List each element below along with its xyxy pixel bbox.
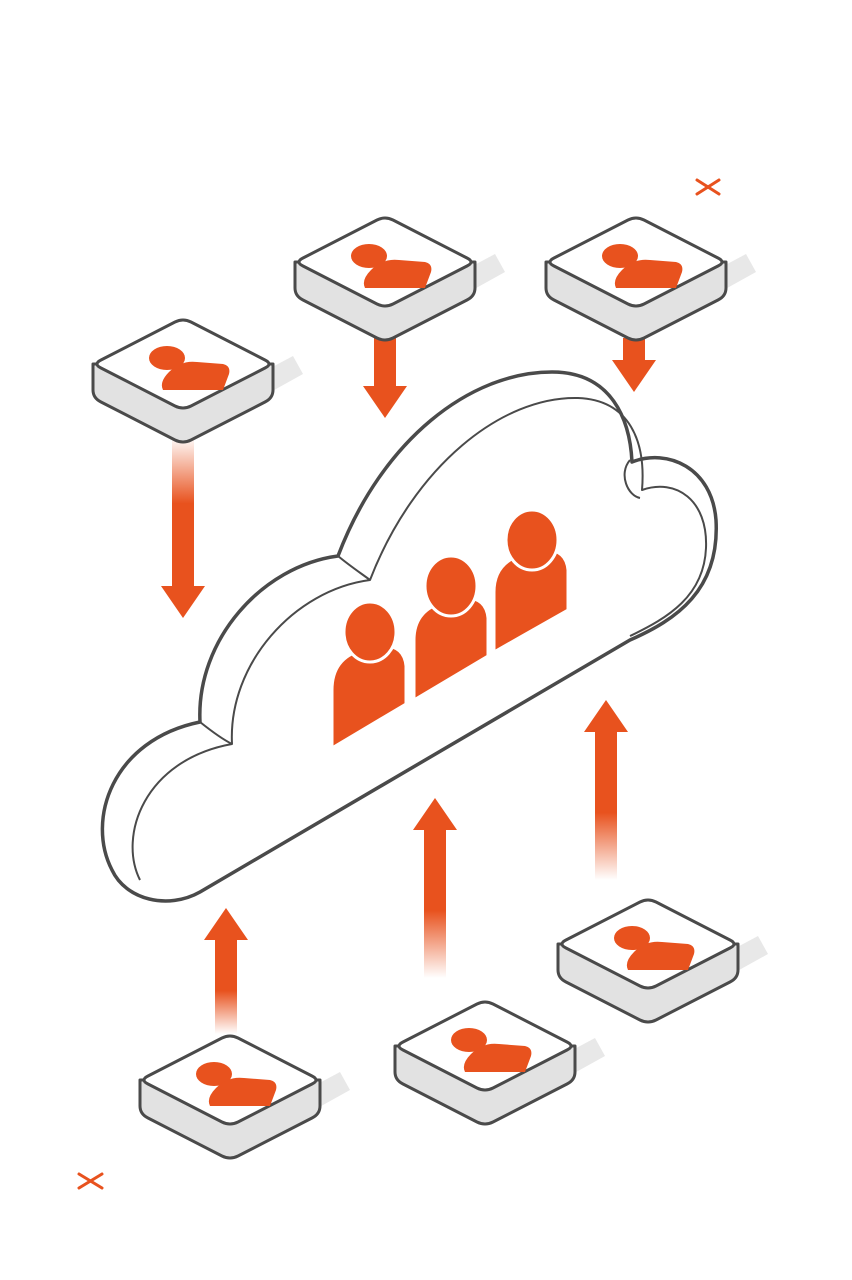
user-tile-bottom-center	[393, 1000, 607, 1126]
user-group-icon	[330, 508, 570, 751]
user-tile-bottom-right	[556, 898, 770, 1024]
arrow-down-left	[161, 436, 205, 618]
user-tile-top-right	[544, 216, 758, 342]
cross-mark-icon	[77, 1172, 104, 1190]
arrow-up-left	[204, 908, 248, 1034]
user-tile-bottom-left	[138, 1034, 352, 1160]
arrow-down-right	[612, 338, 656, 392]
cloud-icon	[100, 370, 718, 903]
arrow-up-center	[413, 798, 457, 978]
cross-mark-icon	[695, 178, 721, 196]
user-tile-top-left	[91, 318, 305, 444]
user-tile-top-center	[293, 216, 507, 342]
arrow-up-right	[584, 700, 628, 880]
arrow-down-center	[363, 336, 407, 418]
